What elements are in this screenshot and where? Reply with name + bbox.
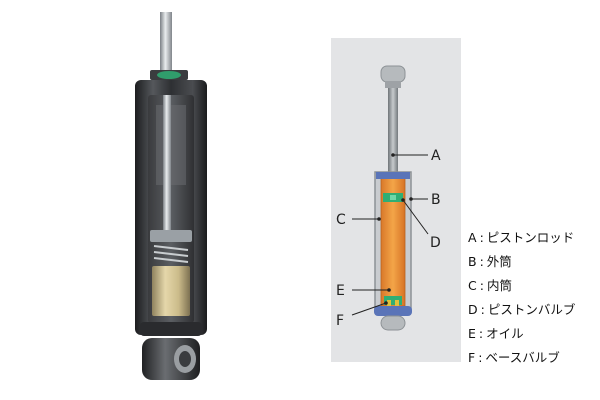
callout-c: C [336,212,346,228]
base-valve-f [384,296,402,305]
callout-d: D [430,235,441,251]
legend-sep: : [480,302,485,317]
legend-text: ベースバルブ [485,350,560,365]
legend-sep: : [478,350,483,365]
piston-rod [388,88,398,204]
schematic: A B C D E F [331,38,461,362]
valve-spring [153,245,189,263]
legend-text: 内筒 [486,278,512,293]
piston [150,230,192,242]
legend-key: A [468,230,477,245]
callout-e: E [336,283,345,299]
legend-item-c: C:内筒 [468,276,596,300]
legend-sep: : [478,326,484,341]
callout-f: F [336,313,344,329]
legend-item-e: E:オイル [468,324,596,348]
cutaway-illustration [135,12,207,380]
legend-item-a: A:ピストンロッド [468,228,596,252]
legend-sep: : [479,230,484,245]
legend-key: F [468,350,476,365]
legend-text: ピストンロッド [486,230,575,245]
legend-item-f: F:ベースバルブ [468,348,596,372]
legend-text: 外筒 [486,254,512,269]
legend-sep: : [479,254,484,269]
legend-sep: : [479,278,484,293]
callout-b: B [431,192,441,208]
legend-key: B [468,254,477,269]
legend-item-d: D:ピストンバルブ [468,300,596,324]
rod-top [160,12,172,77]
legend-key: E [468,326,476,341]
oil-chamber [152,266,190,316]
leader-d [402,199,429,235]
legend: A:ピストンロッド B:外筒 C:内筒 D:ピストンバルブ E:オイル F:ベー… [468,228,596,372]
legend-key: D [468,302,478,317]
legend-text: オイル [486,326,524,341]
legend-key: C [468,278,477,293]
callout-a: A [431,148,441,164]
leader-f [351,302,387,316]
legend-text: ピストンバルブ [487,302,576,317]
legend-item-b: B:外筒 [468,252,596,276]
